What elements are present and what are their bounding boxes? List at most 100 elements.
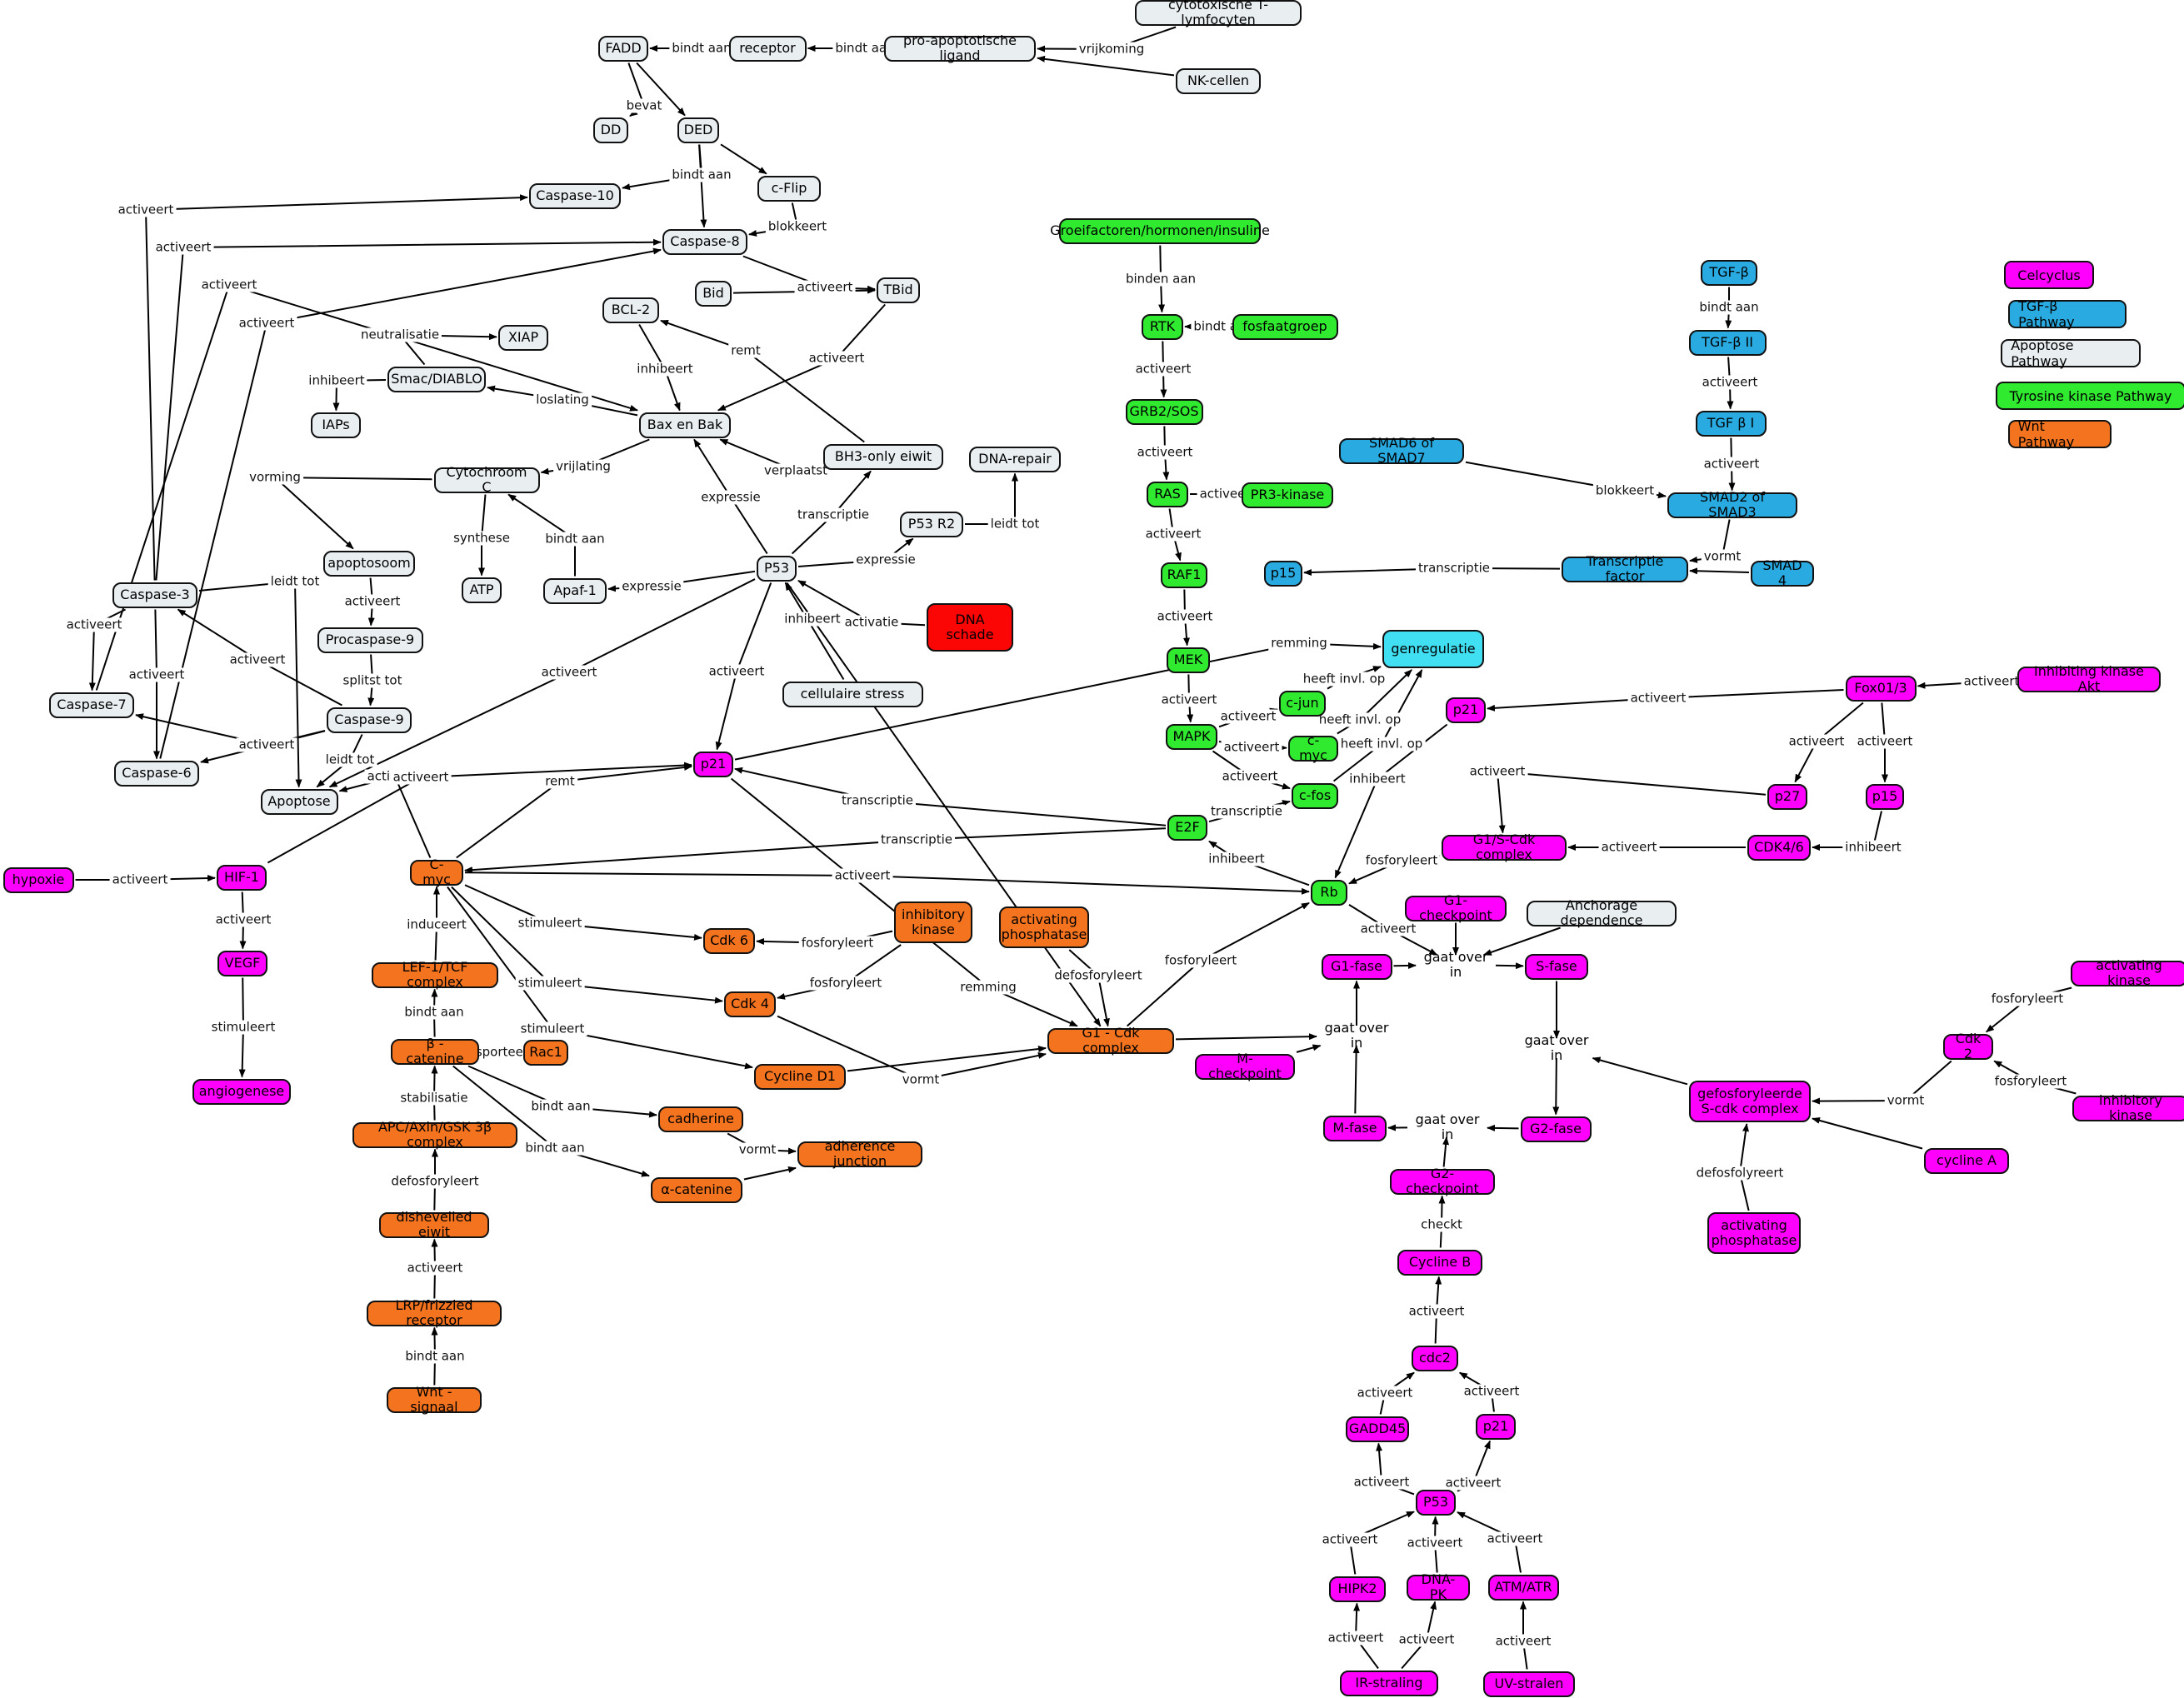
node-ir[interactable]: IR-straling [1340, 1670, 1438, 1696]
node-casp9[interactable]: Caspase-9 [327, 707, 412, 733]
node-dnapk[interactable]: DNA-PK [1407, 1572, 1470, 1601]
node-mapk[interactable]: MAPK [1166, 723, 1217, 750]
node-p15b[interactable]: p15 [1264, 560, 1302, 587]
node-wnt[interactable]: Wnt - signaal [387, 1385, 482, 1414]
node-cycd1[interactable]: Cycline D1 [754, 1063, 846, 1090]
node-receptor[interactable]: receptor [728, 35, 807, 62]
node-nk[interactable]: NK-cellen [1176, 67, 1261, 94]
node-ras[interactable]: RAS [1147, 481, 1188, 507]
node-casp3[interactable]: Caspase-3 [112, 582, 197, 608]
node-p21b[interactable]: p21 [1476, 1413, 1516, 1440]
node-ctl[interactable]: cytotoxische T-lymfocyten [1135, 0, 1302, 27]
node-stress[interactable]: cellulaire stress [782, 681, 923, 707]
node-tf[interactable]: Transcriptie factor [1562, 554, 1688, 583]
node-cycb[interactable]: Cycline B [1397, 1249, 1482, 1276]
node-p53b[interactable]: P53 [1416, 1489, 1456, 1516]
node-e2f[interactable]: E2F [1167, 814, 1207, 841]
node-rac1[interactable]: Rac1 [523, 1039, 568, 1066]
node-acat[interactable]: α-catenine [651, 1176, 742, 1203]
node-cflip[interactable]: c-Flip [757, 175, 821, 202]
node-grb2[interactable]: GRB2/SOS [1125, 398, 1203, 425]
node-cyca[interactable]: cycline A [1924, 1147, 2009, 1174]
node-cfos[interactable]: c-fos [1292, 782, 1338, 809]
node-cdk4[interactable]: Cdk 4 [724, 991, 776, 1017]
node-cjun[interactable]: c-jun [1279, 690, 1326, 717]
node-casp7[interactable]: Caspase-7 [49, 692, 134, 718]
node-fox[interactable]: Fox01/3 [1845, 675, 1917, 702]
node-rb[interactable]: Rb [1311, 879, 1347, 906]
legend-item-leg-tyrosine[interactable]: Tyrosine kinase Pathway [1996, 382, 2184, 410]
node-bcl2[interactable]: BCL-2 [602, 297, 659, 323]
node-p53r2[interactable]: P53 R2 [900, 511, 963, 537]
node-p21c[interactable]: p21 [693, 751, 733, 777]
node-bcat[interactable]: β - catenine [391, 1036, 479, 1066]
legend-item-leg-wnt[interactable]: Wnt Pathway [2007, 418, 2112, 450]
node-vegf[interactable]: VEGF [217, 950, 267, 976]
node-casp10[interactable]: Caspase-10 [529, 182, 621, 209]
node-angio[interactable]: angiogenese [192, 1078, 291, 1105]
node-ligand[interactable]: pro-apoptotische ligand [884, 33, 1036, 62]
node-g2cp[interactable]: G2-checkpoint [1390, 1166, 1495, 1196]
node-inhkinm[interactable]: inhibitory kinase [2072, 1093, 2184, 1122]
node-g1cp[interactable]: G1-checkpoint [1405, 893, 1507, 922]
node-bh3[interactable]: BH3-only eiwit [823, 443, 943, 470]
node-cadher[interactable]: cadherine [658, 1106, 743, 1132]
node-raf1[interactable]: RAF1 [1161, 562, 1207, 588]
node-mcp[interactable]: M-checkpoint [1195, 1051, 1295, 1081]
node-casp6[interactable]: Caspase-6 [114, 760, 199, 787]
node-xiap[interactable]: XIAP [498, 324, 548, 351]
node-pr3[interactable]: PR3-kinase [1242, 482, 1333, 508]
node-iaps[interactable]: IAPs [311, 412, 361, 438]
node-atp[interactable]: ATP [462, 577, 502, 603]
node-casp8[interactable]: Caspase-8 [662, 228, 747, 255]
node-smad23[interactable]: SMAD2 of SMAD3 [1667, 490, 1797, 519]
node-hypoxie[interactable]: hypoxie [2, 866, 74, 893]
node-ded[interactable]: DED [677, 117, 719, 143]
node-lrp[interactable]: LRP/frizzled receptor [367, 1298, 502, 1327]
node-p15m[interactable]: p15 [1866, 783, 1904, 810]
node-mek[interactable]: MEK [1167, 647, 1210, 673]
node-cmycg[interactable]: c-myc [1288, 733, 1338, 762]
node-g1cdk[interactable]: G1 - Cdk complex [1047, 1026, 1174, 1055]
node-dd[interactable]: DD [593, 117, 628, 143]
node-dnaschade[interactable]: DNA schade [927, 603, 1013, 652]
legend-item-leg-celcyclus[interactable]: Celcyclus [2004, 261, 2094, 289]
node-actphosm[interactable]: activating phosphatase [1707, 1212, 1801, 1254]
node-p21r[interactable]: p21 [1446, 697, 1486, 723]
node-dnarepair[interactable]: DNA-repair [969, 446, 1061, 472]
node-atmatr[interactable]: ATM/ATR [1487, 1574, 1559, 1601]
node-cytc[interactable]: Cytochroom C [433, 465, 540, 494]
node-aposoom[interactable]: apoptosoom [323, 550, 415, 577]
node-rtk[interactable]: RTK [1142, 313, 1183, 340]
node-adjunc[interactable]: adherence junction [797, 1139, 922, 1168]
node-hif1[interactable]: HIF-1 [217, 864, 267, 891]
node-tgfb2[interactable]: TGF-β II [1688, 329, 1767, 356]
node-p27[interactable]: p27 [1767, 783, 1807, 810]
node-fadd[interactable]: FADD [598, 35, 648, 62]
node-bid[interactable]: Bid [695, 280, 732, 307]
node-cdk2[interactable]: Cdk 2 [1943, 1031, 1993, 1061]
node-dish[interactable]: dishevelled eiwit [379, 1210, 489, 1239]
node-anchor[interactable]: Anchorage dependence [1527, 898, 1677, 927]
node-inhkino[interactable]: inhibitory kinase [894, 901, 972, 943]
node-mfase[interactable]: M-fase [1323, 1115, 1387, 1141]
node-akt[interactable]: Inhibiting kinase Akt [2017, 664, 2161, 693]
node-smac[interactable]: Smac/DIABLO [387, 366, 486, 392]
node-cdk6[interactable]: Cdk 6 [703, 927, 755, 954]
node-bax[interactable]: Bax en Bak [639, 412, 731, 438]
node-sfase[interactable]: S-fase [1525, 953, 1588, 980]
node-genreg[interactable]: genregulatie [1382, 630, 1484, 668]
node-hipk2[interactable]: HIPK2 [1329, 1576, 1386, 1602]
node-tbid[interactable]: TBid [877, 277, 920, 303]
node-g1scdk[interactable]: G1/S-Cdk complex [1442, 832, 1567, 861]
node-fosfaat[interactable]: fosfaatgroep [1232, 313, 1338, 340]
node-gadd45[interactable]: GADD45 [1346, 1416, 1409, 1442]
node-tgfb[interactable]: TGF-β [1701, 259, 1757, 286]
node-g1fase[interactable]: G1-fase [1321, 953, 1392, 980]
node-gefos[interactable]: gefosforyleerde S-cdk complex [1689, 1081, 1811, 1122]
node-cdk46[interactable]: CDK4/6 [1747, 834, 1811, 861]
node-lef[interactable]: LEF-1/TCF complex [372, 960, 498, 989]
node-actkin[interactable]: activating kinase [2071, 958, 2184, 987]
node-cmyc[interactable]: C-myc [410, 857, 463, 886]
node-groei[interactable]: Groeifactoren/hormonen/insuline [1050, 217, 1270, 244]
